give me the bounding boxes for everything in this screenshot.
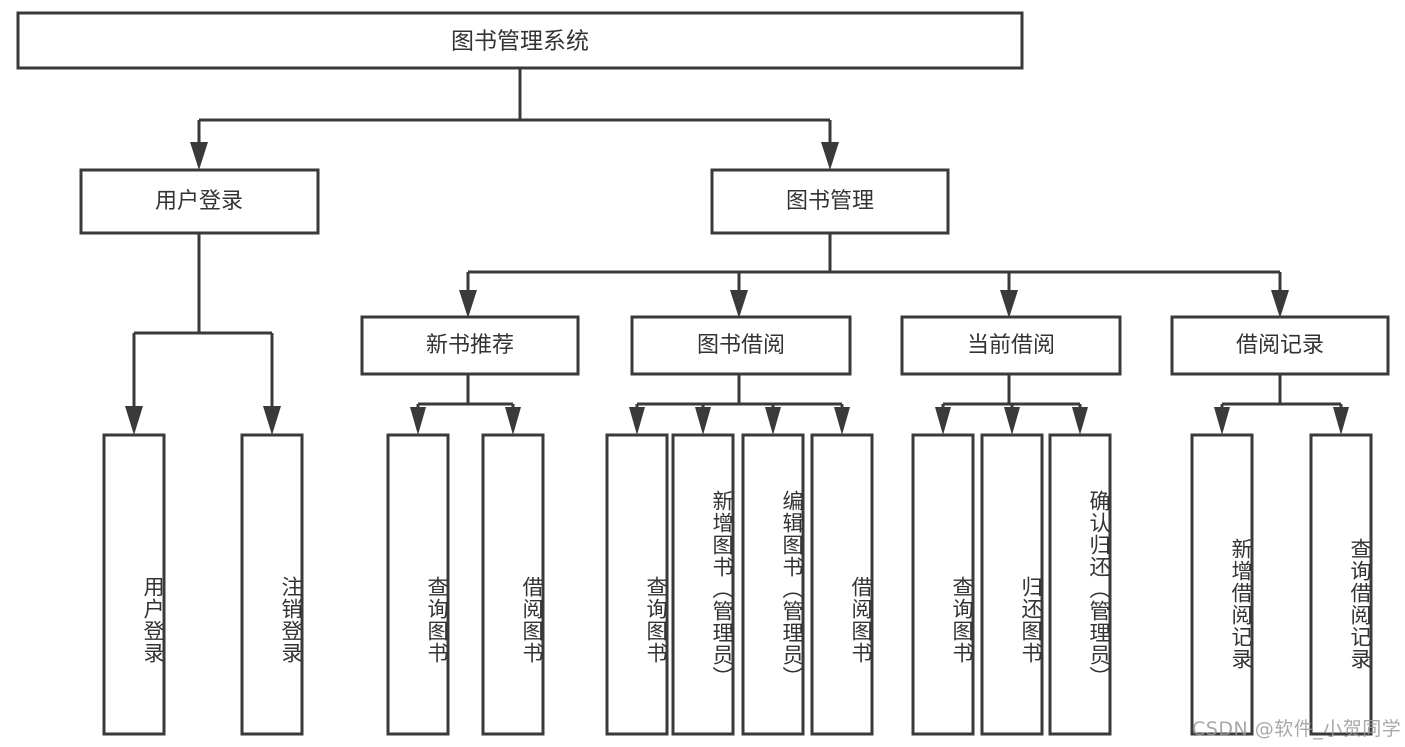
node-borrow-record[interactable]: 借阅记录 <box>1170 315 1390 376</box>
arrow-to-new-book <box>459 290 477 318</box>
arrow-to-borrow-record <box>1271 290 1289 318</box>
node-root-label: 图书管理系统 <box>451 29 589 55</box>
node-root[interactable]: 图书管理系统 <box>16 11 1024 70</box>
arrow-bookborrow-leaf-3 <box>765 407 781 435</box>
leaf-user-login-1[interactable] <box>102 433 166 736</box>
node-user-login-label: 用户登录 <box>155 189 243 214</box>
node-new-book-recommend[interactable]: 新书推荐 <box>360 315 580 376</box>
arrow-newbook-leaf-1 <box>410 407 426 435</box>
csdn-watermark: CSDN @软件_小贺同学 <box>1192 718 1402 740</box>
node-book-borrow-label: 图书借阅 <box>697 333 785 358</box>
arrow-bookborrow-leaf-4 <box>834 407 850 435</box>
node-current-borrow[interactable]: 当前借阅 <box>900 315 1122 376</box>
arrow-to-book-manage <box>821 142 839 170</box>
arrow-currentborrow-leaf-3 <box>1072 407 1088 435</box>
node-new-book-recommend-label: 新书推荐 <box>426 333 514 358</box>
arrow-bookborrow-leaf-2 <box>695 407 711 435</box>
arrow-currentborrow-leaf-2 <box>1004 407 1020 435</box>
leaf-current-borrow-3[interactable] <box>1048 433 1112 736</box>
leaf-current-borrow-2[interactable] <box>980 433 1044 736</box>
leaf-book-borrow-4[interactable] <box>810 433 874 736</box>
leaf-book-borrow-1[interactable] <box>605 433 669 736</box>
arrow-currentborrow-leaf-1 <box>935 407 951 435</box>
node-book-manage[interactable]: 图书管理 <box>710 168 950 235</box>
arrow-to-book-borrow <box>730 290 748 318</box>
leaf-new-book-2[interactable] <box>481 433 545 736</box>
node-user-login[interactable]: 用户登录 <box>79 168 320 235</box>
node-current-borrow-label: 当前借阅 <box>967 333 1055 358</box>
leaf-borrow-record-1[interactable] <box>1190 433 1254 736</box>
nodes-layer: 图书管理系统 用户登录 图书管理 新书推荐 图书借阅 <box>16 11 1390 736</box>
leaf-current-borrow-1[interactable] <box>911 433 975 736</box>
arrow-to-leaf-logout <box>263 406 281 435</box>
arrow-borrowrecord-leaf-2 <box>1333 407 1349 435</box>
leaf-book-borrow-2[interactable] <box>671 433 735 736</box>
leaf-user-login-2[interactable] <box>240 433 304 736</box>
node-borrow-record-label: 借阅记录 <box>1236 333 1324 358</box>
arrow-to-current-borrow <box>1000 290 1018 318</box>
leaf-new-book-1[interactable] <box>386 433 450 736</box>
connectors-layer <box>125 68 1349 435</box>
arrow-to-leaf-user-login <box>125 406 143 435</box>
leaf-book-borrow-3[interactable] <box>741 433 805 736</box>
leaf-borrow-record-2[interactable] <box>1309 433 1373 736</box>
node-book-borrow[interactable]: 图书借阅 <box>630 315 852 376</box>
arrow-to-user-login <box>190 142 208 170</box>
node-book-manage-label: 图书管理 <box>786 189 874 214</box>
arrow-bookborrow-leaf-1 <box>629 407 645 435</box>
arrow-newbook-leaf-2 <box>505 407 521 435</box>
arrow-borrowrecord-leaf-1 <box>1214 407 1230 435</box>
